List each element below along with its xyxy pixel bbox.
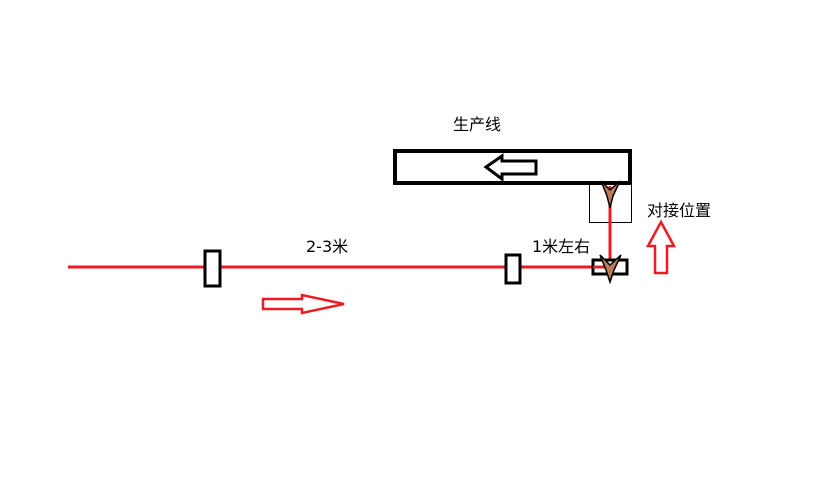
distance-short-label: 1米左右 (532, 237, 590, 256)
station-box-1 (203, 249, 222, 288)
distance-long-label: 2-3米 (306, 237, 348, 256)
right-arrow-icon (261, 293, 345, 315)
production-line-label: 生产线 (453, 115, 501, 134)
down-arrowhead-icon (600, 180, 621, 209)
production-line-box (393, 149, 632, 185)
up-arrow-icon (645, 219, 677, 275)
docking-position-label: 对接位置 (647, 201, 711, 220)
left-arrow-icon (483, 153, 538, 182)
station-box-2 (504, 253, 522, 285)
down-arrowhead-icon (599, 254, 622, 285)
